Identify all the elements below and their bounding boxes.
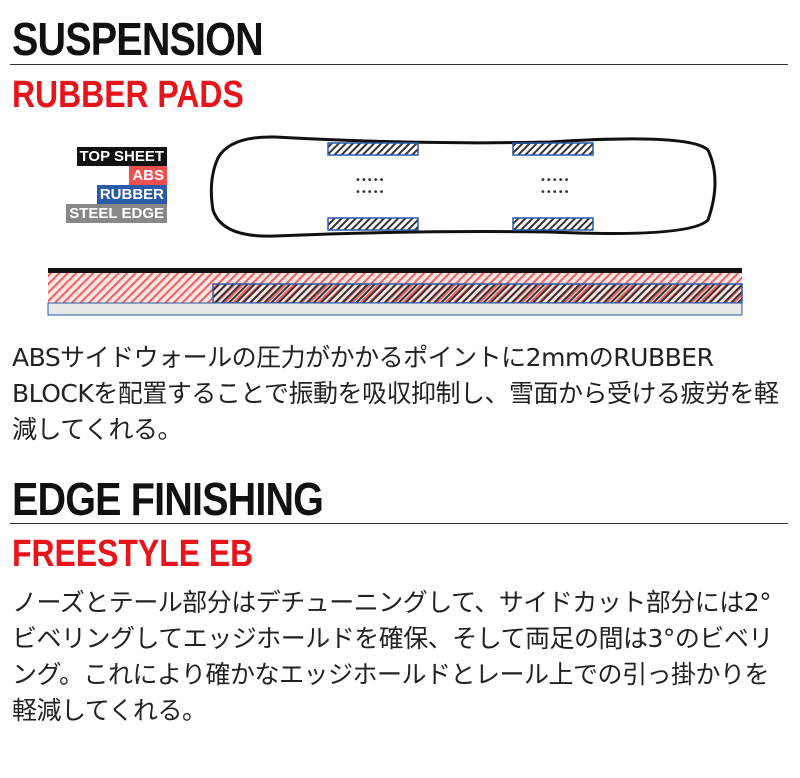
svg-text:•••••: ••••• — [355, 175, 385, 186]
section-title-suspension: SUSPENSION — [12, 13, 264, 65]
rubber-pad — [512, 217, 594, 231]
cross-section — [47, 268, 743, 316]
insert-dots: •••••••••• •••••••••• — [355, 175, 570, 198]
rubber-pad — [327, 217, 419, 231]
svg-text:•••••: ••••• — [355, 187, 385, 198]
rubber-pad — [327, 142, 419, 156]
divider — [10, 64, 788, 65]
legend-steel-edge: STEEL EDGE — [66, 204, 167, 223]
board-outline — [209, 135, 717, 238]
legend-rubber: RUBBER — [96, 185, 167, 204]
svg-text:•••••: ••••• — [540, 175, 570, 186]
svg-text:•••••: ••••• — [540, 187, 570, 198]
section-subtitle-rubber-pads: RUBBER PADS — [12, 74, 244, 116]
suspension-description: ABSサイドウォールの圧力がかかるポイントに2mmのRUBBER BLOCKを配… — [12, 343, 779, 444]
snowboard-diagram: •••••••••• •••••••••• — [47, 135, 743, 316]
rubber-pad — [512, 142, 594, 156]
divider — [10, 523, 788, 524]
section-title-edge-finishing: EDGE FINISHING — [12, 473, 324, 525]
legend-top-sheet: TOP SHEET — [76, 147, 167, 166]
layer-legend: TOP SHEET ABS RUBBER STEEL EDGE — [55, 147, 167, 227]
section-subtitle-freestyle-eb: FREESTYLE EB — [12, 533, 254, 575]
legend-abs: ABS — [129, 166, 167, 185]
edge-description: ノーズとテール部分はデチューニングして、サイドカット部分には2°ビベリングしてエ… — [12, 588, 773, 725]
